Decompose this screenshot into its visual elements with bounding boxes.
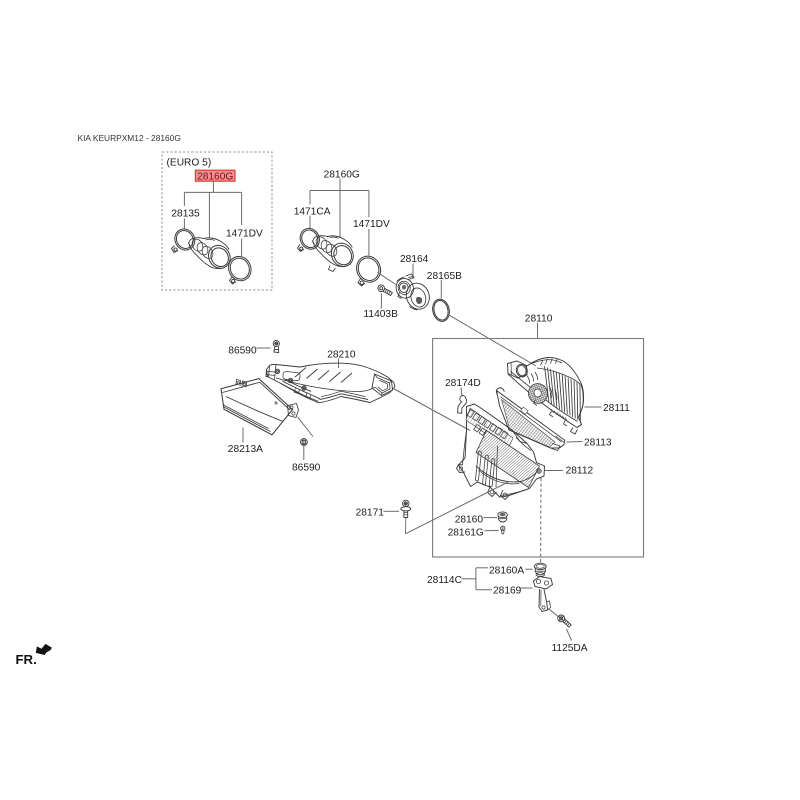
- svg-text:28114C: 28114C: [427, 575, 462, 586]
- svg-text:FR.: FR.: [16, 652, 37, 667]
- svg-text:28161G: 28161G: [448, 527, 484, 538]
- svg-text:28160: 28160: [455, 514, 484, 525]
- svg-text:28174D: 28174D: [445, 378, 481, 389]
- svg-text:28160A: 28160A: [489, 566, 524, 577]
- svg-text:28160G: 28160G: [197, 172, 233, 183]
- svg-text:28135: 28135: [171, 209, 200, 220]
- svg-text:28169: 28169: [493, 586, 522, 597]
- svg-text:86590: 86590: [228, 345, 257, 356]
- svg-text:28210: 28210: [327, 349, 356, 360]
- svg-text:28171: 28171: [356, 507, 385, 518]
- svg-text:86590: 86590: [292, 462, 321, 473]
- svg-text:KIA KEURPXM12 - 28160G: KIA KEURPXM12 - 28160G: [78, 133, 181, 143]
- svg-text:28112: 28112: [566, 465, 594, 476]
- svg-text:28160G: 28160G: [324, 169, 360, 180]
- svg-text:1125DA: 1125DA: [552, 643, 588, 654]
- svg-text:1471CA: 1471CA: [294, 206, 331, 217]
- svg-text:28110: 28110: [525, 314, 553, 325]
- svg-text:28164: 28164: [400, 254, 429, 265]
- svg-text:1471DV: 1471DV: [353, 219, 390, 230]
- svg-text:28213A: 28213A: [228, 444, 263, 455]
- svg-text:1471DV: 1471DV: [226, 229, 263, 240]
- svg-text:28111: 28111: [603, 403, 630, 414]
- svg-text:28113: 28113: [584, 438, 612, 449]
- svg-text:28165B: 28165B: [427, 271, 462, 282]
- svg-text:11403B: 11403B: [364, 309, 399, 320]
- svg-text:(EURO 5): (EURO 5): [167, 158, 212, 169]
